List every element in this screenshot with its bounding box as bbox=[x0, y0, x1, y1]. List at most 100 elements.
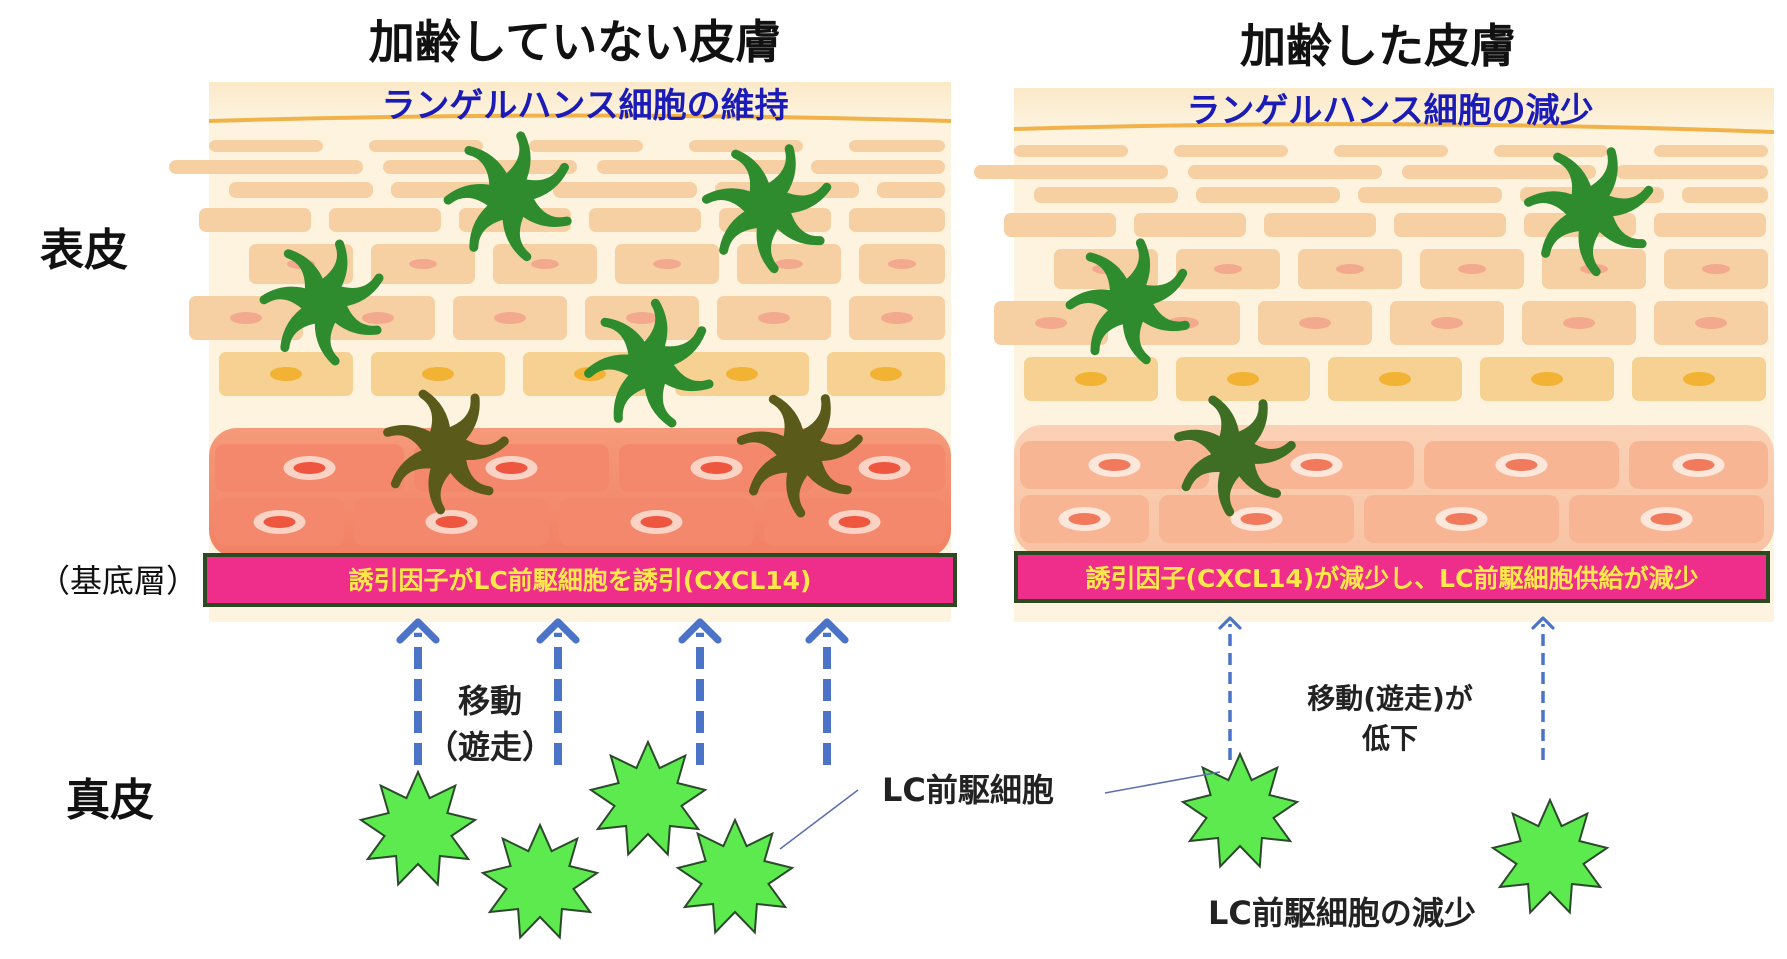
subtitle-lc-decreased: ランゲルハンス細胞の減少 bbox=[1186, 91, 1593, 131]
keratinocyte-cell bbox=[877, 182, 945, 198]
langerhans-cell-body bbox=[425, 430, 465, 470]
cell-nucleus bbox=[230, 312, 262, 324]
panel-young-skin: ランゲルハンス細胞の維持 誘引因子がLC前駆細胞を誘引(CXCL14) bbox=[169, 82, 957, 622]
panel-aged-skin: ランゲルハンス細胞の減少 誘引因子(CXCL14)が減少し、LC前駆細胞供給が減… bbox=[974, 88, 1775, 622]
cell-nucleus bbox=[1650, 513, 1683, 525]
keratinocyte-cell bbox=[383, 160, 577, 174]
cell-nucleus bbox=[1214, 264, 1242, 274]
cell-nucleus bbox=[1240, 513, 1273, 525]
cell-nucleus bbox=[1431, 317, 1463, 329]
keratinocyte-cell bbox=[1034, 187, 1178, 203]
keratinocyte-cell bbox=[1654, 145, 1768, 157]
langerhans-cells bbox=[259, 131, 863, 518]
cell-nucleus bbox=[1227, 372, 1259, 386]
cell-nucleus bbox=[293, 462, 326, 474]
langerhans-cell-body bbox=[780, 433, 820, 473]
cell-nucleus bbox=[422, 367, 454, 381]
leader-line-right bbox=[1104, 771, 1221, 794]
keratinocyte-cell bbox=[1334, 145, 1448, 157]
basal-cells bbox=[215, 444, 945, 546]
cell-nucleus bbox=[1299, 317, 1331, 329]
keratinocyte-cell bbox=[369, 140, 483, 152]
cell-nucleus bbox=[1336, 264, 1364, 274]
keratinocyte-cell bbox=[229, 182, 373, 198]
langerhans-cell-body bbox=[304, 282, 344, 322]
langerhans-cell-body bbox=[630, 345, 670, 385]
cell-nucleus bbox=[1035, 317, 1067, 329]
langerhans-cells bbox=[1065, 147, 1654, 517]
title-aged-skin: 加齢した皮膚 bbox=[1240, 19, 1516, 73]
cell-nucleus bbox=[775, 259, 803, 269]
cell-nucleus bbox=[888, 259, 916, 269]
cell-nucleus bbox=[1682, 459, 1715, 471]
cell-nucleus bbox=[263, 516, 296, 528]
label-dermis: 真皮 bbox=[66, 775, 154, 826]
cell-nucleus bbox=[626, 312, 658, 324]
lc-precursor-star bbox=[588, 739, 708, 857]
cell-nucleus bbox=[1505, 459, 1538, 471]
cell-nucleus bbox=[1683, 372, 1715, 386]
keratinocyte-cell bbox=[1494, 145, 1608, 157]
cell-nucleus bbox=[640, 516, 673, 528]
precursor-label: LC前駆細胞 bbox=[882, 771, 1054, 809]
cell-nucleus bbox=[1068, 513, 1101, 525]
chemoattractant-bar bbox=[1014, 551, 1770, 603]
keratinocyte-cell bbox=[1004, 213, 1116, 237]
subtitle-lc-maintained: ランゲルハンス細胞の維持 bbox=[381, 86, 788, 126]
leader-line-left bbox=[779, 789, 859, 850]
lc-precursor-star bbox=[358, 769, 478, 887]
keratinocyte-cell bbox=[209, 140, 323, 152]
lc-precursor-star bbox=[1490, 797, 1610, 915]
surface-line bbox=[1013, 122, 1775, 134]
cell-nucleus bbox=[1379, 372, 1411, 386]
langerhans-cell-body bbox=[490, 177, 530, 217]
lc-precursor-star bbox=[675, 817, 795, 935]
keratinocyte-layers bbox=[974, 145, 1768, 401]
lc-precursor-star bbox=[480, 822, 600, 940]
keratinocyte-cell bbox=[811, 160, 945, 174]
cell-nucleus bbox=[1563, 317, 1595, 329]
cell-nucleus bbox=[362, 312, 394, 324]
keratinocyte-cell bbox=[1174, 145, 1288, 157]
keratinocyte-cell bbox=[974, 165, 1168, 179]
cell-nucleus bbox=[1075, 372, 1107, 386]
keratinocyte-cell bbox=[1014, 145, 1128, 157]
reduced-migration-arrow-head bbox=[1531, 616, 1555, 630]
lc-precursors-young bbox=[358, 739, 795, 940]
keratinocyte-cell bbox=[1134, 213, 1246, 237]
chemoattractant-bar-text: 誘引因子(CXCL14)が減少し、LC前駆細胞供給が減少 bbox=[1086, 564, 1699, 593]
cell-nucleus bbox=[868, 462, 901, 474]
keratinocyte-cell bbox=[529, 140, 643, 152]
keratinocyte-cell bbox=[1682, 187, 1768, 203]
reduced-migration-label-line2: 低下 bbox=[1361, 722, 1418, 755]
keratinocyte-cell bbox=[1196, 187, 1340, 203]
cell-nucleus bbox=[435, 516, 468, 528]
langerhans-cell-body bbox=[1570, 190, 1610, 230]
cell-nucleus bbox=[409, 259, 437, 269]
cell-nucleus bbox=[881, 312, 913, 324]
keratinocyte-cell bbox=[553, 182, 697, 198]
chemoattractant-bar bbox=[203, 553, 957, 607]
langerhans-cell-body bbox=[1110, 282, 1150, 322]
cell-nucleus bbox=[1445, 513, 1478, 525]
keratinocyte-cell bbox=[1264, 213, 1376, 237]
cell-nucleus bbox=[1098, 459, 1131, 471]
cell-nucleus bbox=[1300, 459, 1333, 471]
cell-nucleus bbox=[495, 462, 528, 474]
cell-nucleus bbox=[870, 367, 902, 381]
migration-label-line2: （遊走） bbox=[426, 728, 554, 766]
surface-line bbox=[208, 113, 952, 123]
keratinocyte-cell bbox=[329, 208, 441, 232]
cell-nucleus bbox=[838, 516, 871, 528]
reduced-migration-arrow-head bbox=[1218, 616, 1242, 630]
keratinocyte-cell bbox=[169, 160, 363, 174]
cell-nucleus bbox=[1458, 264, 1486, 274]
langerhans-cell-body bbox=[748, 187, 788, 227]
keratinocyte-cell bbox=[1394, 213, 1506, 237]
precursor-decrease-label: LC前駆細胞の減少 bbox=[1208, 894, 1476, 932]
lc-precursor-star bbox=[1180, 751, 1300, 869]
label-basal-layer: （基底層） bbox=[38, 562, 198, 600]
migration-arrows-weak bbox=[1218, 616, 1555, 760]
migration-arrow-head bbox=[678, 618, 722, 644]
chemoattractant-bar-text: 誘引因子がLC前駆細胞を誘引(CXCL14) bbox=[349, 566, 812, 595]
